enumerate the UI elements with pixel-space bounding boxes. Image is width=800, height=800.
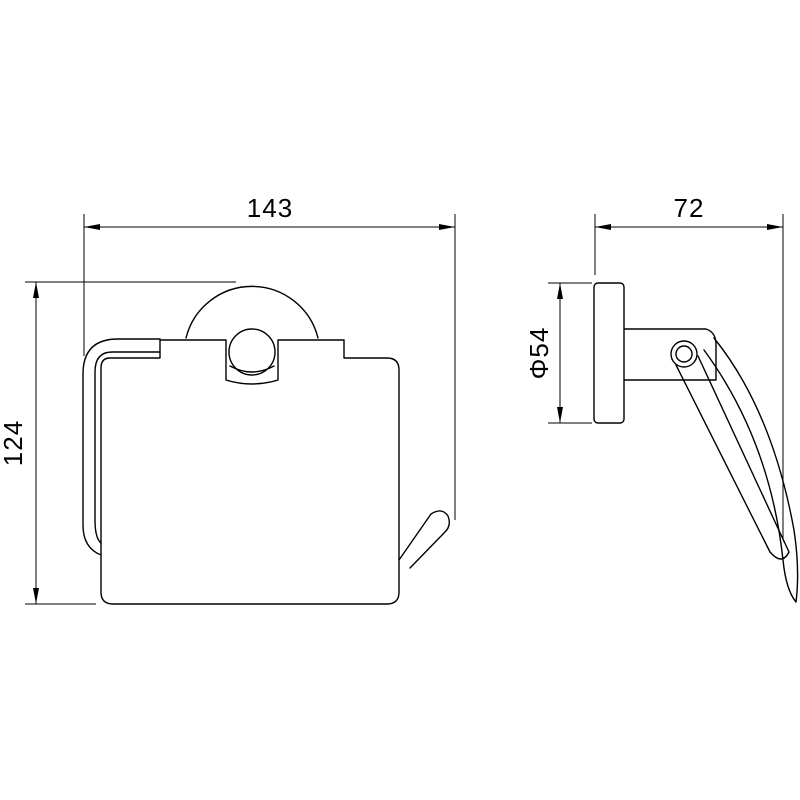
dimension-label-width: 143 [247,193,293,223]
front-wire-arm [82,338,161,556]
side-roll-arm [675,355,790,560]
side-base-disc [593,282,625,424]
front-wall-plate [185,285,319,339]
dimension-label-height: 124 [0,420,28,466]
side-cover-profile [703,337,799,603]
side-stem [623,328,717,381]
front-view [82,285,451,605]
front-knob-base [229,365,275,373]
dimension-label-diameter: Φ54 [524,327,554,380]
dimension-lines [25,214,784,605]
side-hinge-ring-inner [675,345,693,363]
front-arm-tip [398,510,451,569]
side-hinge-ring [670,340,698,368]
front-wire-arm-inner [94,351,161,544]
front-pivot-knob [228,328,276,376]
front-cover-lid [100,339,400,605]
dimension-label-depth: 72 [674,193,705,223]
side-view [593,282,799,603]
